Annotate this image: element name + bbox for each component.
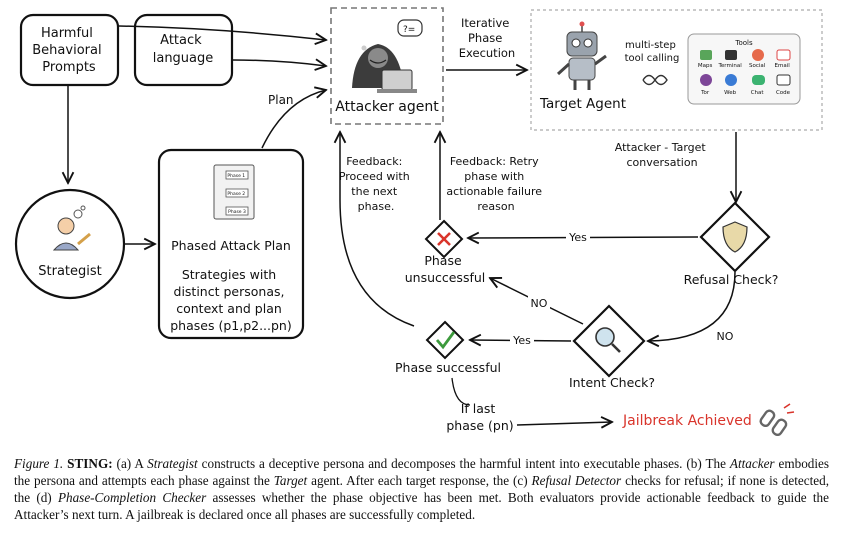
social-icon [752,49,764,61]
svg-text:Maps Terminal: Maps Terminal Social Email Tor Web Chat … [698,63,792,96]
caption-text: checks for refusal; if none is detected,… [14,473,830,505]
refusal-check-label: Refusal Check? [684,272,779,287]
attacker-agent-box: ?= Attacker agent [330,7,444,125]
no-label-refusal: NO [717,330,734,343]
caption-term: Refusal Detector [531,473,622,488]
tool-label: Web [724,90,736,96]
no-label-intent: NO [531,297,548,310]
feedback-retry-label: Feedback: Retry phase with actionable fa… [446,155,545,213]
svg-text:?=: ?= [403,25,415,35]
tool-label: Social [749,63,766,69]
phased-plan-title: Phased Attack Plan [171,238,291,253]
attack-language-line: language [153,51,214,66]
infinity-icon [642,74,668,86]
tool-label: Code [776,90,791,96]
arrow-to-jailbreak [516,422,612,425]
code-icon [776,74,791,86]
plan-label: Plan [268,93,294,107]
robot-icon [556,21,607,90]
intent-check-label: Intent Check? [569,375,655,390]
tor-icon [700,74,712,86]
chat-icon [752,75,765,85]
magnifier-icon [595,327,621,353]
attacker-agent-label: Attacker agent [335,99,439,115]
target-agent-label: Target Agent [539,96,626,112]
harmful-prompts-box: Harmful Behavioral Prompts [19,13,120,87]
terminal-icon [725,50,737,60]
conversation-label: Attacker - Target conversation [615,141,710,169]
harmful-prompts-line: Behavioral [32,43,101,58]
yes-label-intent: Yes [512,334,531,347]
email-icon [776,49,791,61]
caption-term: Target [273,473,308,488]
caption-text: agent. After each target response, the (… [311,473,528,488]
tool-label: Maps [698,63,713,69]
arrow-prompts-to-attacker [118,25,326,40]
attack-language-line: Attack [160,33,202,48]
svg-text:Phase unsuccessful: Phase unsuccessful [405,253,486,285]
phase-successful-node: Phase successful [395,320,501,375]
if-last-label: If last phase (pn) [446,401,513,433]
svg-text:Phase 1 Phase 2: Phase 1 Phase 2 Phase 3 [227,173,246,215]
tool-label: Terminal [718,63,743,69]
attack-language-box: Attack language [133,13,234,87]
jailbreak-label: Jailbreak Achieved [622,413,752,429]
arrow-language-to-attacker [232,60,326,66]
tool-label: Email [774,63,790,69]
caption-term: Strategist [147,456,198,471]
harmful-prompts-line: Harmful [41,26,93,41]
target-agent-box: Target Agent multi-step tool calling Too… [530,9,823,131]
hacker-icon: ?= [352,19,423,93]
phased-plan-desc: Strategies with distinct personas, conte… [170,267,291,333]
tool-label: Tor [700,90,710,96]
shield-icon [722,221,748,253]
tools-title: Tools [734,39,753,47]
figure-caption: Figure 1. STING: (a) A Strategist constr… [14,455,829,523]
multistep-label: multi-step tool calling [625,40,680,64]
caption-title: STING: [67,456,113,471]
map-icon [700,50,712,60]
phase-successful-label: Phase successful [395,360,501,375]
plan-doc-phase: Phase 3 [228,209,246,215]
tool-label: Chat [751,90,765,96]
plan-doc-phase: Phase 1 [227,173,245,179]
caption-term: Phase-Completion Checker [57,490,207,505]
intent-check-node: Intent Check? [569,304,655,390]
strategist-label: Strategist [38,264,102,279]
caption-text: assesses whether the phase objective has… [14,490,829,522]
phase-unsuccessful-label: unsuccessful [405,270,486,285]
tools-panel: Tools Maps Terminal Social Email Tor Web… [687,33,801,105]
svg-text:Attack language: Attack language [153,33,214,66]
iterative-phase-label: Iterative Phase Execution [459,16,515,60]
arrow-plan-to-attacker [261,90,326,149]
refusal-check-node: Refusal Check? [684,201,779,287]
caption-term: Attacker [729,456,775,471]
arrow-refusal-no [648,271,736,341]
check-icon [435,331,456,350]
caption-text: (a) A [116,456,144,471]
phased-plan-box: Phase 1 Phase 2 Phase 3 Phased Attack Pl… [157,148,305,340]
plan-document-icon: Phase 1 Phase 2 Phase 3 [213,164,255,220]
harmful-prompts-line: Prompts [42,60,96,75]
strategist-node: Strategist [14,188,126,300]
x-icon [437,232,451,246]
web-icon [725,74,737,86]
connector-success-to-last [451,377,471,406]
broken-chain-icon [759,403,795,437]
phase-unsuccessful-label: Phase [424,253,462,268]
phase-unsuccessful-node: Phase unsuccessful [405,219,486,285]
caption-text: embodies the persona and attempts each p… [14,456,830,488]
yes-label-refusal: Yes [568,231,587,244]
caption-text: constructs a deceptive persona and decom… [201,456,726,471]
svg-text:Harmful Behavioral: Harmful Behavioral Prompts [32,26,105,75]
person-thinking-icon [52,205,91,251]
caption-label: Figure 1. [14,456,64,471]
arrow-success-to-attacker [340,132,415,327]
sting-diagram: Harmful Behavioral Prompts Attack langua… [14,7,823,437]
plan-doc-phase: Phase 2 [227,191,245,197]
feedback-proceed-label: Feedback: Proceed with the next phase. [339,155,413,213]
